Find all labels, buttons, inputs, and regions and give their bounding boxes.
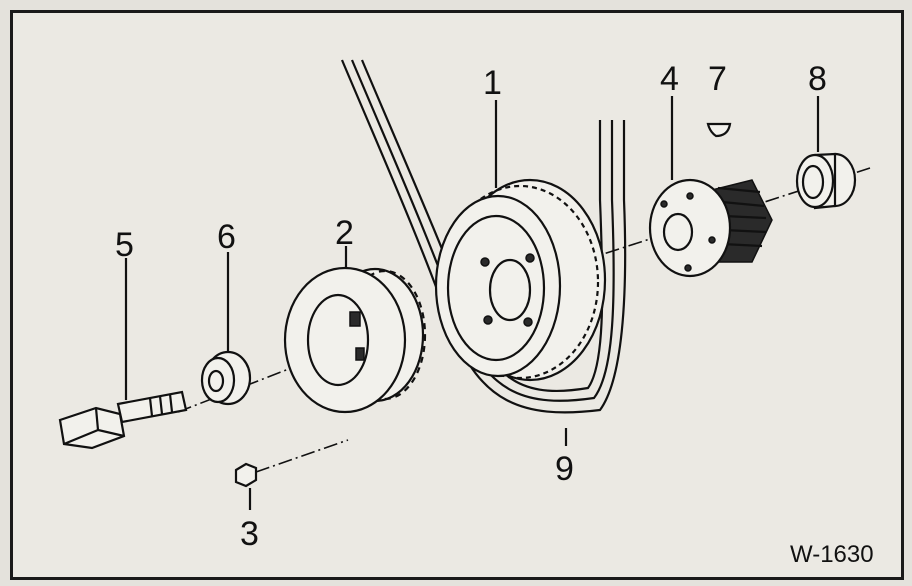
callout-2: 2 [335,214,354,252]
sleeve [795,152,857,210]
callout-9: 9 [555,450,574,488]
callout-1: 1 [483,64,502,102]
woodruff-key [706,122,732,138]
callout-6: 6 [217,218,236,256]
belt-pulley [283,266,427,414]
washer [200,350,252,406]
callout-4: 4 [660,60,679,98]
gear-hub [648,178,773,278]
center-bolt [58,390,188,450]
callout-3: 3 [240,515,259,553]
toothed-pulley [434,178,607,382]
small-bolt [234,439,349,488]
callout-8: 8 [808,60,827,98]
callout-5: 5 [115,226,134,264]
leader-lines [124,96,820,510]
figure-code: W-1630 [790,541,874,568]
callout-7: 7 [708,60,727,98]
